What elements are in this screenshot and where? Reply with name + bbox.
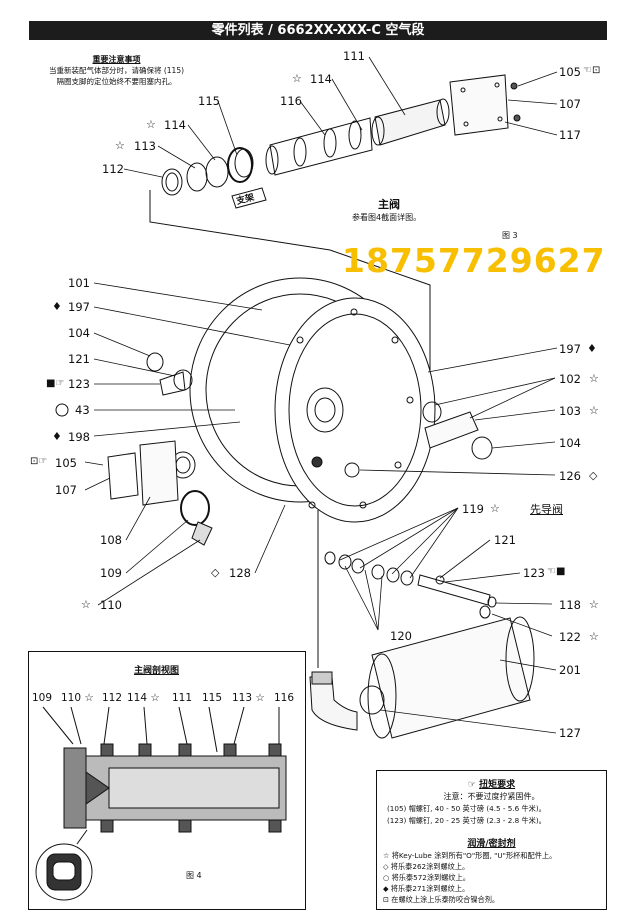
section-callout: 111	[172, 692, 193, 704]
anti-seize-symbol-icon: ☜⊡	[583, 65, 601, 76]
torque-heading-row: ☞ 扭矩要求	[377, 777, 606, 790]
callout-104: 104	[559, 436, 581, 450]
callout-126: 126	[559, 469, 581, 483]
star-symbol-icon: ☆	[81, 598, 91, 611]
figure-3-label: 图 3	[502, 231, 518, 240]
diamond-outline-symbol-icon: ◇	[589, 469, 598, 482]
square-symbol-icon: ■☞	[46, 378, 65, 389]
notice-heading: 重要注意事项	[92, 55, 141, 64]
diamond-filled-symbol-icon: ♦	[52, 300, 62, 313]
callout-105: 105	[55, 456, 77, 470]
star-symbol-icon: ☆	[589, 598, 599, 611]
callout-107: 107	[55, 483, 77, 497]
section-callout: 109	[32, 692, 53, 704]
callout-111: 111	[343, 49, 365, 63]
callout-112: 112	[102, 162, 124, 176]
callout-116: 116	[280, 94, 302, 108]
star-symbol-icon: ☆	[589, 630, 599, 643]
notice-line-2: 隔圈支脚的定位始终不要阻塞内孔。	[56, 77, 177, 86]
callout-121: 121	[494, 533, 516, 547]
lube-item: ◇ 将乐泰262涂到螺纹上。	[383, 862, 470, 871]
callout-102: 102	[559, 372, 581, 386]
callout-127: 127	[559, 726, 581, 740]
section-view-drawing	[35, 706, 287, 901]
callout-114: 114	[164, 118, 186, 132]
diamond-filled-symbol-icon: ♦	[52, 430, 62, 443]
lube-heading: 润滑/密封剂	[467, 839, 516, 849]
callout-198: 198	[68, 430, 90, 444]
star-symbol-icon: ☆	[589, 404, 599, 417]
section-callout: 115	[202, 692, 223, 704]
figure-4-label: 图 4	[186, 871, 202, 880]
callout-109: 109	[100, 566, 122, 580]
torque-item: (105) 帽螺钉, 40 - 50 英寸磅 (4.5 - 5.6 牛米)。	[387, 804, 546, 813]
diamond-outline-symbol-icon: ◇	[211, 566, 220, 579]
callout-117: 117	[559, 128, 581, 142]
wrench-icon: ☞	[467, 780, 480, 790]
square-symbol-icon: ☜■	[547, 566, 566, 577]
callout-113: 113	[134, 139, 156, 153]
lube-item: ○ 将乐泰572涂到螺纹上。	[383, 873, 470, 882]
section-callout: 110 ☆	[61, 692, 94, 704]
anti-seize-symbol-icon: ⊡☞	[30, 456, 48, 467]
torque-item: (123) 帽螺钉, 20 - 25 英寸磅 (2.3 - 2.8 牛米)。	[387, 816, 546, 825]
callout-108: 108	[100, 533, 122, 547]
callout-123: 123	[68, 377, 90, 391]
assembly-notice: 重要注意事项 当重新装配气体部分时，请确保将 (115) 隔圈支脚的定位始终不要…	[34, 54, 199, 87]
lube-item: ◆ 将乐泰271涂到螺纹上。	[383, 884, 470, 893]
main-valve-reference: 参看图4截面详图。	[352, 213, 422, 222]
diamond-filled-symbol-icon: ♦	[587, 342, 597, 355]
callout-197: 197	[559, 342, 581, 356]
section-callout: 112	[102, 692, 123, 704]
page-title: 零件列表 / 6662XX-XXX-C 空气段	[29, 21, 607, 40]
star-symbol-icon: ☆	[292, 72, 302, 85]
watermark-phone: 18757729627	[342, 241, 606, 280]
section-callout: 113 ☆	[232, 692, 265, 704]
callout-118: 118	[559, 598, 581, 612]
callout-197: 197	[68, 300, 90, 314]
callout-107: 107	[559, 97, 581, 111]
callout-119: 119	[462, 502, 484, 516]
callout-128: 128	[229, 566, 251, 580]
callout-105: 105	[559, 65, 581, 79]
pilot-valve-label: 先导阀	[530, 503, 563, 516]
torque-heading: 扭矩要求	[479, 780, 516, 790]
torque-note: 注意：不要过度拧紧固件。	[443, 792, 540, 801]
callout-110: 110	[100, 598, 122, 612]
callout-43: 43	[75, 403, 90, 417]
callout-122: 122	[559, 630, 581, 644]
callout-201: 201	[559, 663, 581, 677]
callout-114: 114	[310, 72, 332, 86]
callout-123: 123	[523, 566, 545, 580]
notice-line-1: 当重新装配气体部分时，请确保将 (115)	[48, 66, 185, 75]
star-symbol-icon: ☆	[589, 372, 599, 385]
section-view-panel: 主阀剖视图 109 110 ☆ 112 114 ☆ 111 115 113 ☆ …	[28, 651, 306, 910]
lube-item: ☆ 将Key-Lube 涂到所有"O"形圈, "U"形杯和配件上。	[383, 851, 557, 860]
callout-104: 104	[68, 326, 90, 340]
callout-103: 103	[559, 404, 581, 418]
callout-115: 115	[198, 94, 220, 108]
callout-101: 101	[68, 276, 90, 290]
section-callout: 116	[274, 692, 295, 704]
callout-121: 121	[68, 352, 90, 366]
star-symbol-icon: ☆	[146, 118, 156, 131]
callout-120: 120	[390, 629, 412, 643]
lube-item: ⊡ 在螺纹上涂上乐泰防咬合镍合剂。	[383, 895, 500, 904]
star-symbol-icon: ☆	[490, 502, 500, 515]
section-view-title: 主阀剖视图	[134, 666, 180, 676]
main-valve-label: 主阀	[378, 198, 400, 211]
torque-lube-panel: ☞ 扭矩要求 注意：不要过度拧紧固件。 (105) 帽螺钉, 40 - 50 英…	[376, 770, 607, 910]
star-symbol-icon: ☆	[115, 139, 125, 152]
section-callout: 114 ☆	[127, 692, 160, 704]
